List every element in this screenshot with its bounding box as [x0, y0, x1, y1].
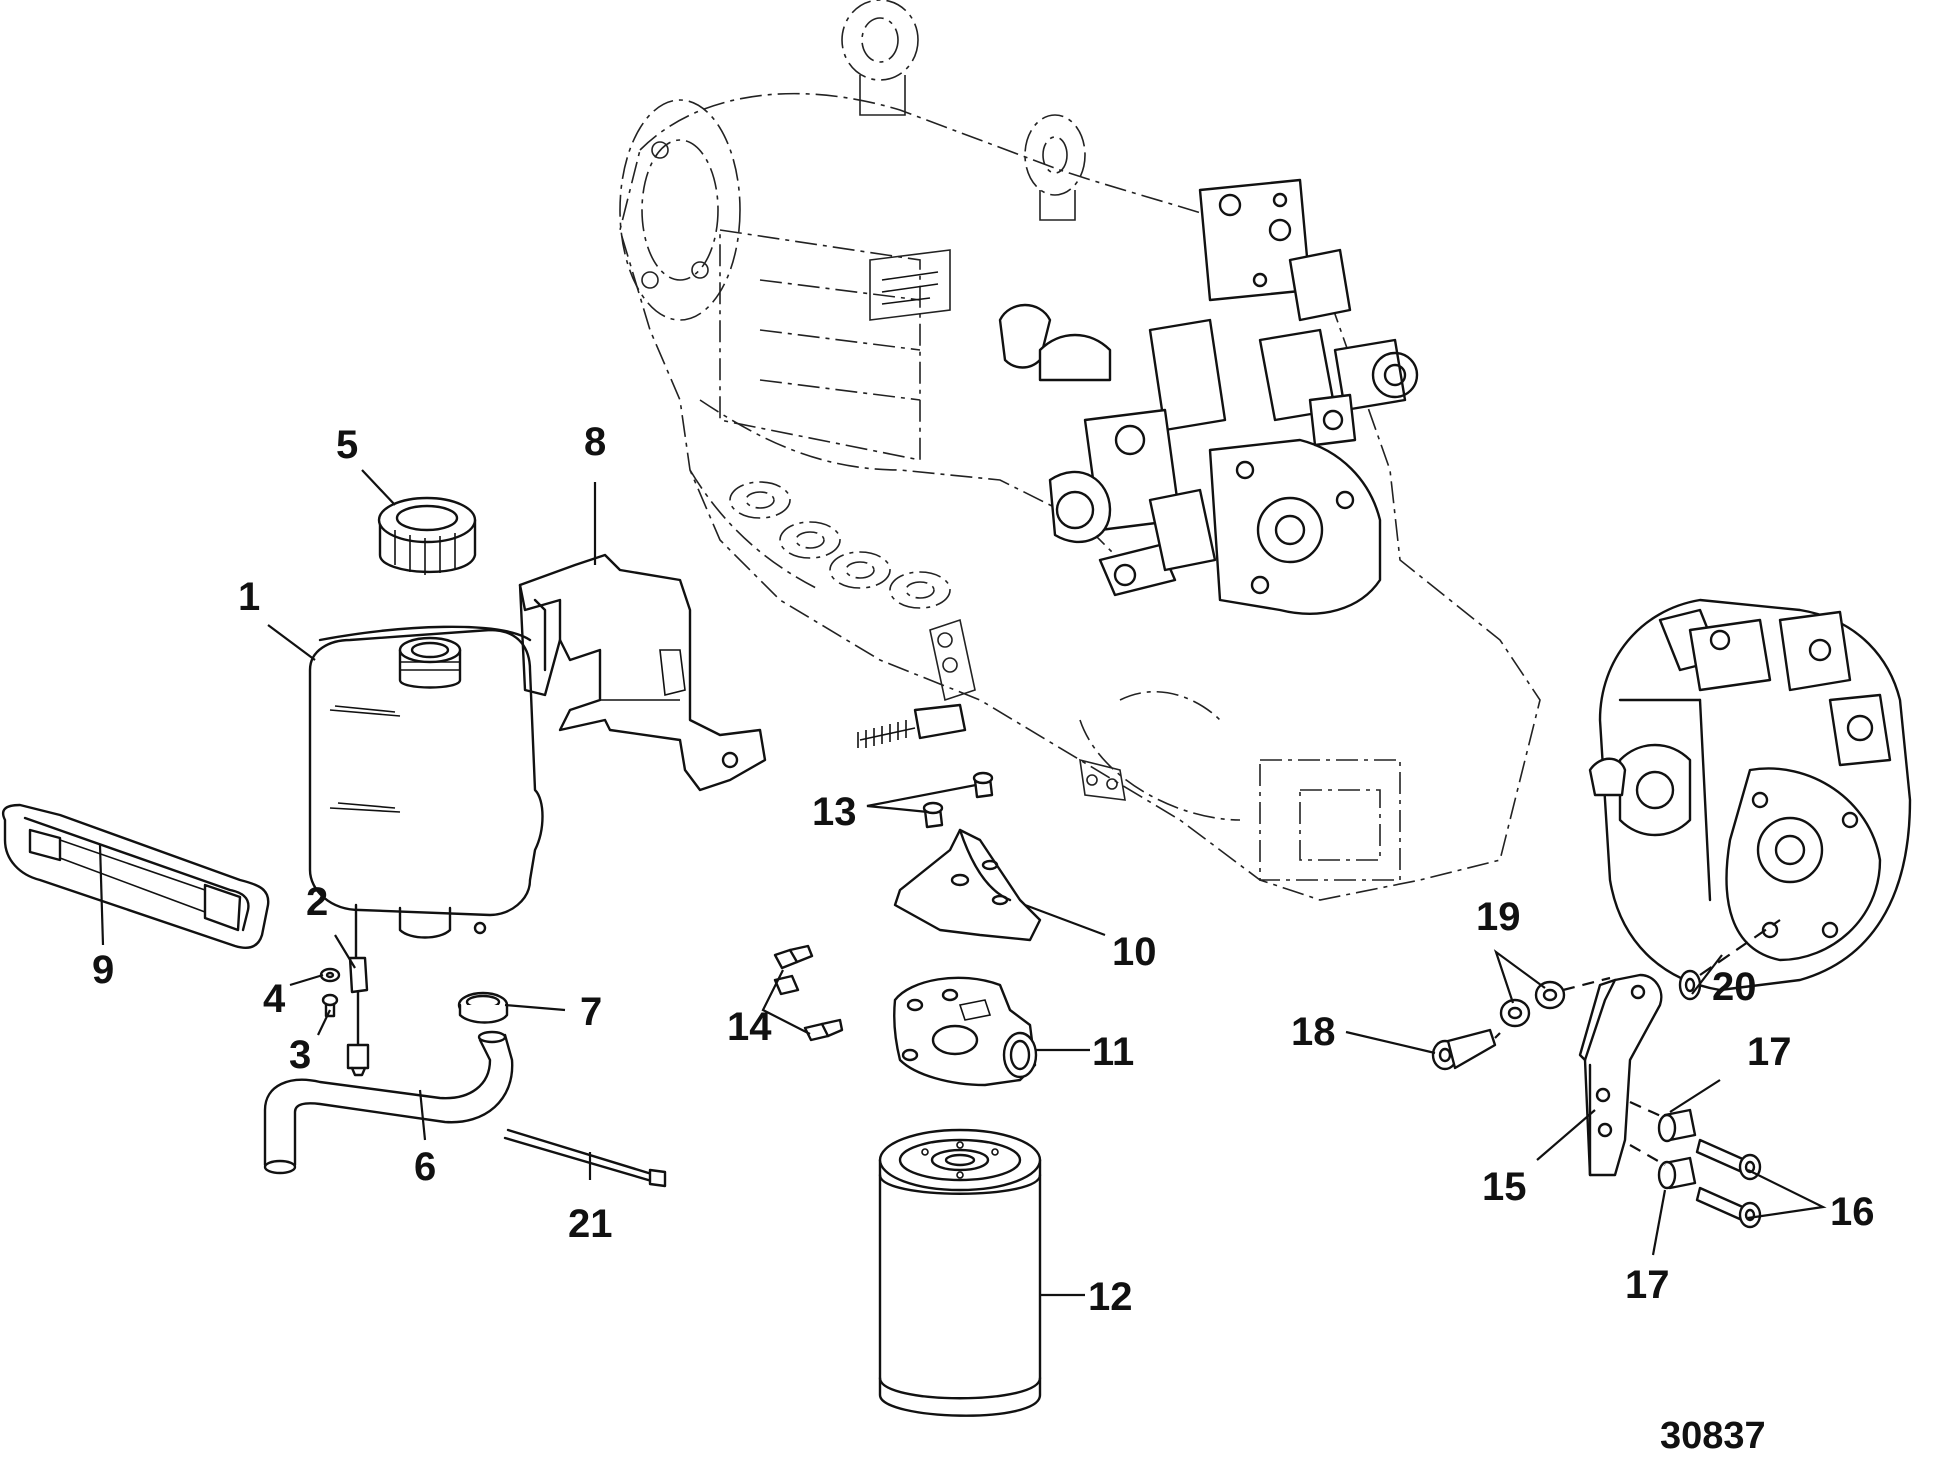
- callout-9: 9: [92, 948, 114, 992]
- filter-bracket: [893, 828, 1042, 942]
- fill-cap: [377, 496, 477, 575]
- callout-2: 2: [306, 880, 328, 924]
- callout-10: 10: [1112, 930, 1157, 974]
- washers: [1499, 976, 1611, 1028]
- pivot-bolt: [1431, 1028, 1501, 1071]
- callout-12: 12: [1088, 1275, 1133, 1319]
- bracket-screws: [773, 944, 844, 1042]
- callout-15: 15: [1482, 1165, 1527, 1209]
- filter-adapter: [893, 976, 1038, 1087]
- callout-19: 19: [1476, 895, 1521, 939]
- callout-16: 16: [1830, 1190, 1875, 1234]
- strap: [1, 803, 270, 949]
- adapter-screws: [922, 771, 994, 829]
- cable-tie: [503, 1128, 667, 1188]
- callout-17-top: 17: [1747, 1030, 1792, 1074]
- callouts: 1 2 3 4 5 6 7 8 9 10 11 12 13 14 15 16 1…: [92, 420, 1875, 1457]
- leader-lines: [98, 469, 1827, 1297]
- callout-17-bottom: 17: [1625, 1263, 1670, 1307]
- callout-18: 18: [1291, 1010, 1336, 1054]
- sender: [346, 903, 370, 1077]
- hose: [263, 1030, 514, 1175]
- callout-4: 4: [263, 977, 286, 1021]
- callout-11: 11: [1092, 1030, 1134, 1074]
- hose-clamp: [457, 991, 509, 1024]
- callout-20: 20: [1712, 965, 1757, 1009]
- callout-6: 6: [414, 1145, 436, 1189]
- callout-7: 7: [580, 990, 602, 1034]
- pump-bracket: [1578, 973, 1663, 1177]
- callout-5: 5: [336, 423, 358, 467]
- bracket-bolts: [1629, 1100, 1762, 1229]
- washer: [319, 967, 341, 983]
- callout-14: 14: [727, 1005, 772, 1049]
- reservoir-bracket: [518, 553, 767, 792]
- screw: [321, 993, 339, 1018]
- transmission-assembly: [619, 0, 1541, 901]
- oil-filter: [878, 1128, 1042, 1417]
- figure-number: 30837: [1660, 1415, 1766, 1457]
- callout-3: 3: [289, 1033, 311, 1077]
- reservoir-tank: [308, 625, 544, 939]
- hydraulic-pump: [1588, 598, 1912, 992]
- callout-8: 8: [584, 420, 606, 464]
- spacers: [1657, 1108, 1697, 1190]
- callout-13: 13: [812, 790, 857, 834]
- callout-21: 21: [568, 1202, 613, 1246]
- callout-1: 1: [238, 575, 260, 619]
